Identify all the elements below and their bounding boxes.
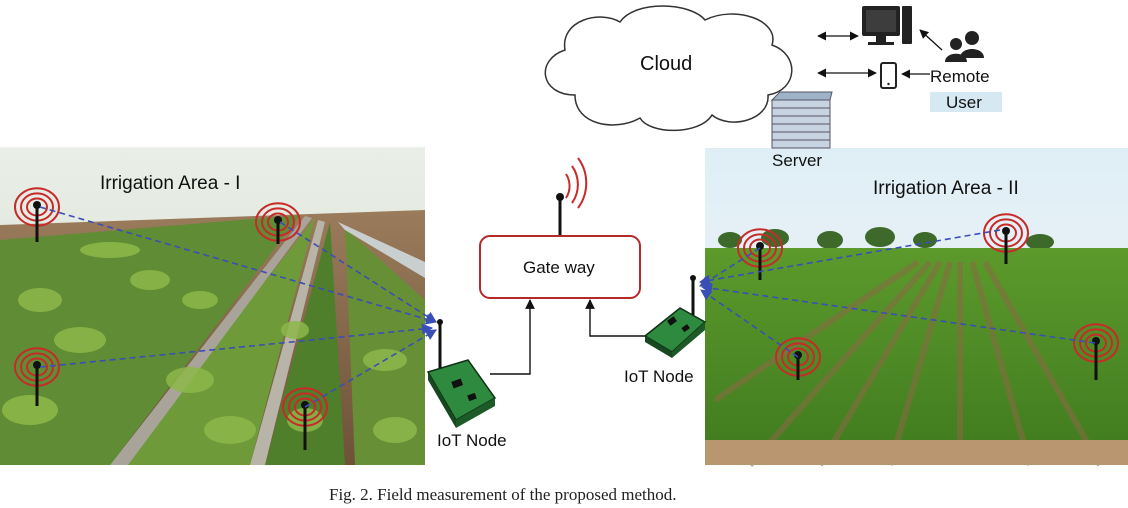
server-label: Server: [772, 151, 822, 170]
iot-node-2-label: IoT Node: [624, 367, 694, 386]
iot-node-device-icon: [643, 275, 707, 358]
smartphone-icon: [880, 62, 897, 89]
cloud-label: Cloud: [640, 53, 692, 75]
user-label: User: [946, 93, 982, 112]
users-icon: [945, 31, 984, 62]
remote-label: Remote: [930, 67, 990, 86]
iot-node-1-label: IoT Node: [437, 431, 507, 450]
sensor-icon: [255, 202, 301, 244]
iot-node-device-icon: [426, 319, 497, 428]
node-gateway-links: [490, 299, 645, 375]
sensor-icon: [983, 213, 1029, 264]
sensor-icon: [737, 228, 783, 280]
server-icon: [770, 91, 833, 149]
desktop-icon: [862, 6, 912, 45]
sensor-icon: [14, 347, 60, 406]
field-photo-area-1: [0, 147, 425, 465]
sensor-icon: [282, 387, 328, 450]
cloud-device-links: [817, 29, 943, 79]
sensor-group: [14, 187, 1119, 450]
wireless-links: [39, 206, 1096, 408]
gateway-antenna-icon: [556, 157, 588, 236]
gateway-label: Gate way: [523, 258, 595, 277]
area-1-label: Irrigation Area - I: [100, 173, 240, 194]
gateway-box: [479, 235, 641, 299]
cloud-icon: [544, 5, 793, 132]
sensor-icon: [775, 337, 821, 380]
figure-caption: Fig. 2. Field measurement of the propose…: [329, 485, 677, 504]
user-label-band: [930, 92, 1002, 112]
sensor-icon: [14, 187, 60, 242]
sensor-icon: [1073, 323, 1119, 380]
area-2-label: Irrigation Area - II: [873, 178, 1019, 199]
